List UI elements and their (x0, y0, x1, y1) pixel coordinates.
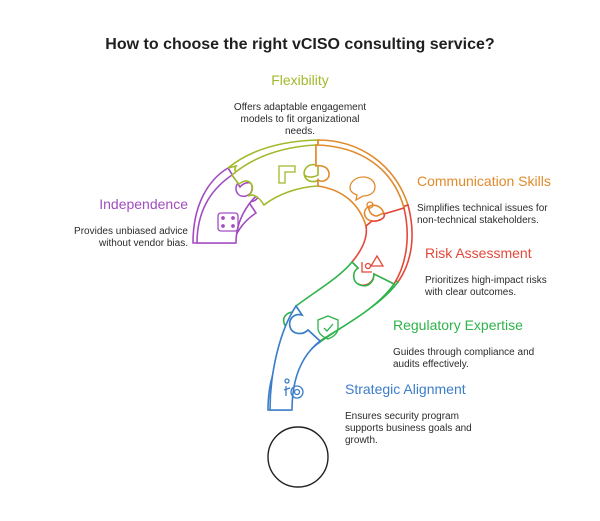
desc-line: needs. (190, 126, 410, 138)
desc-line: without vendor bias. (20, 238, 188, 250)
desc-line: models to fit organizational (190, 114, 410, 126)
factor-independence-name: Independence (20, 196, 188, 213)
factor-communication-name: Communication Skills (417, 173, 597, 190)
risk-piece (352, 208, 407, 285)
desc-line: Simplifies technical issues for (417, 203, 597, 215)
factor-independence: Independence Provides unbiased advice wi… (20, 196, 188, 250)
desc-line: supports business goals and (345, 423, 525, 435)
factor-communication-description: Simplifies technical issues for non-tech… (417, 203, 597, 227)
desc-line: audits effectively. (393, 359, 583, 371)
factor-flexibility-description: Offers adaptable engagement models to fi… (190, 102, 410, 138)
factor-regulatory: Regulatory Expertise Guides through comp… (393, 317, 583, 371)
desc-line: Prioritizes high-impact risks (425, 275, 595, 287)
factor-strategic-description: Ensures security program supports busine… (345, 411, 525, 447)
factor-flexibility: Flexibility Offers adaptable engagement … (190, 72, 410, 138)
factor-risk-description: Prioritizes high-impact risks with clear… (425, 275, 595, 299)
factor-strategic-name: Strategic Alignment (345, 381, 525, 398)
factor-strategic: Strategic Alignment Ensures security pro… (345, 381, 525, 447)
factor-risk: Risk Assessment Prioritizes high-impact … (425, 245, 595, 299)
desc-line: Guides through compliance and (393, 347, 583, 359)
desc-line: Ensures security program (345, 411, 525, 423)
desc-line: Offers adaptable engagement (190, 102, 410, 114)
factor-communication: Communication Skills Simplifies technica… (417, 173, 597, 227)
factor-regulatory-description: Guides through compliance and audits eff… (393, 347, 583, 371)
question-dot (268, 427, 328, 487)
factor-risk-name: Risk Assessment (425, 245, 595, 262)
desc-line: Provides unbiased advice (20, 226, 188, 238)
factor-independence-description: Provides unbiased advice without vendor … (20, 226, 188, 250)
desc-line: non-technical stakeholders. (417, 215, 597, 227)
desc-line: with clear outcomes. (425, 287, 595, 299)
factor-regulatory-name: Regulatory Expertise (393, 317, 583, 334)
desc-line: growth. (345, 435, 525, 447)
factor-flexibility-name: Flexibility (190, 72, 410, 89)
